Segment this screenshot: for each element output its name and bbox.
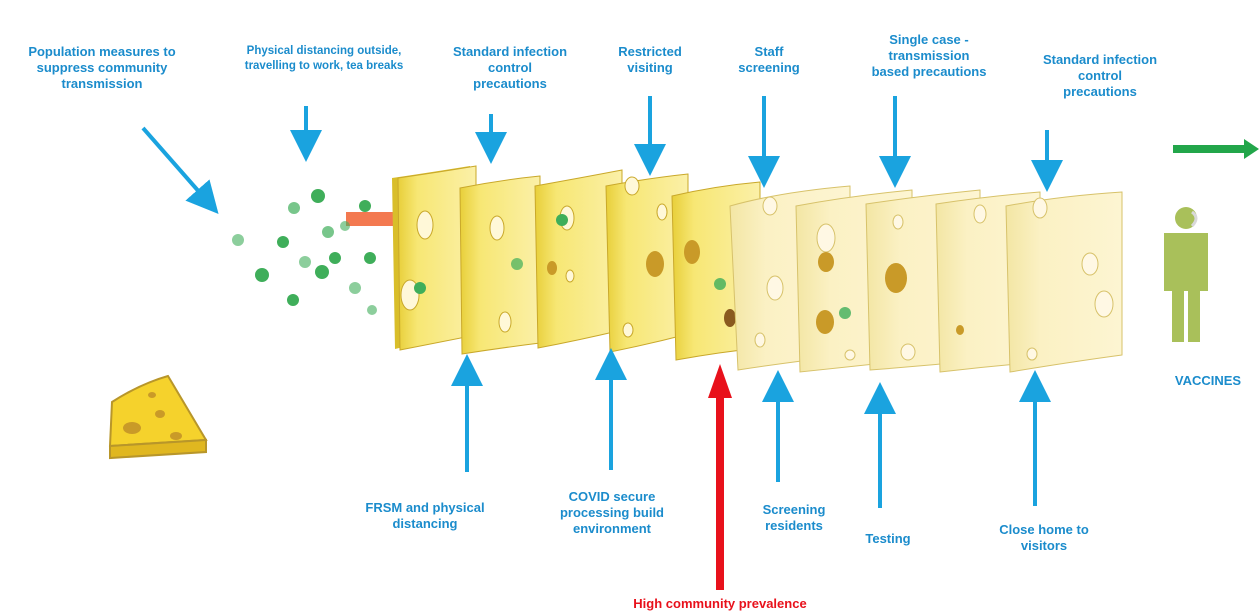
label-covid-secure: COVID secure processing build environmen… bbox=[544, 489, 680, 537]
label-standard-ipc-1: Standard infection control precautions bbox=[430, 44, 590, 92]
bottom-arrows bbox=[467, 364, 1035, 508]
label-vaccines: VACCINES bbox=[1168, 373, 1248, 389]
label-restricted-visiting: Restricted visiting bbox=[600, 44, 700, 76]
label-frsm: FRSM and physical distancing bbox=[350, 500, 500, 532]
label-staff-screening: Staff screening bbox=[724, 44, 814, 76]
cheese-slice-10 bbox=[1006, 192, 1122, 372]
label-testing: Testing bbox=[848, 531, 928, 547]
label-screening-residents: Screening residents bbox=[744, 502, 844, 534]
label-standard-ipc-2: Standard infection control precautions bbox=[1020, 52, 1180, 100]
label-high-community-prevalence: High community prevalence bbox=[610, 596, 830, 612]
label-population-measures: Population measures to suppress communit… bbox=[8, 44, 196, 92]
person-icon bbox=[1164, 207, 1208, 342]
cheese-slice-2 bbox=[460, 176, 540, 354]
cheese-wedge-icon bbox=[110, 376, 206, 458]
cheese-slices bbox=[392, 166, 1122, 372]
label-close-home: Close home to visitors bbox=[974, 522, 1114, 554]
label-physical-distancing: Physical distancing outside, travelling … bbox=[218, 44, 430, 74]
outcome-arrow bbox=[1173, 139, 1259, 159]
label-single-case: Single case - transmission based precaut… bbox=[846, 32, 1012, 80]
high-prevalence-arrow bbox=[708, 364, 732, 590]
